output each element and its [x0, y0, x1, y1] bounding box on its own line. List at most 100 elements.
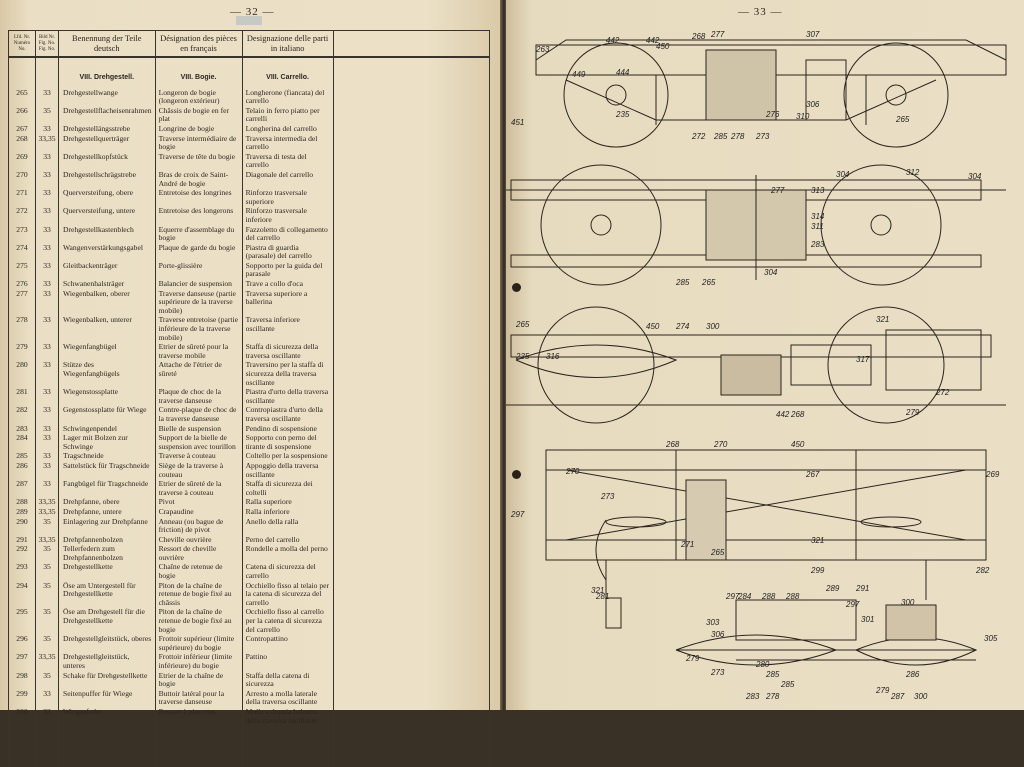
part-callout-label: 291	[856, 584, 870, 593]
cell-empty	[332, 88, 491, 107]
cell-empty	[332, 707, 491, 727]
cell-empty	[241, 726, 334, 767]
cell-fig: 33	[35, 188, 59, 208]
cell-it: Rinforzo trasversale inferiore	[241, 206, 334, 226]
cell-num: 270	[8, 170, 36, 190]
cell-de: Öse am Drehgestell für die Drehgestellke…	[58, 608, 156, 636]
part-callout-label: 287	[891, 692, 905, 701]
cell-de: Fangbügel für Tragschneide	[58, 479, 156, 499]
cell-it: Staffa della catena di sicurezza	[241, 671, 334, 690]
cell-empty	[332, 106, 491, 125]
cell-fig: 33	[35, 479, 59, 499]
cell-fr: Frottoir supérieur (limite supérieure) d…	[154, 634, 243, 654]
cell-empty	[332, 507, 491, 518]
part-callout-label: 278	[731, 132, 745, 141]
part-callout-label: 280	[756, 660, 770, 669]
binding-hole	[512, 283, 521, 292]
cell-fig: 33	[35, 225, 59, 244]
cell-it: Telaio in ferro piatto per carrelli	[241, 106, 334, 125]
cell-fig: 35	[35, 581, 59, 609]
cell-de: Tellerfedern zum Drehpfannenbolzen	[58, 544, 156, 564]
part-callout-label: 321	[811, 536, 825, 545]
binding-hole	[512, 470, 521, 479]
cell-fr: Plaque de choc de la traverse danseuse	[154, 387, 243, 407]
cell-fr: Traverse danseuse (partie supérieure de …	[154, 289, 243, 317]
cell-empty	[58, 726, 156, 767]
cell-fr: Ressort de cheville ouvrière	[154, 544, 243, 564]
cell-it: Contropattino	[241, 634, 334, 654]
part-callout-label: 288	[786, 592, 800, 601]
cell-fr: Traverse intermédiaire de bogie	[154, 134, 243, 153]
cell-de: Seitenpuffer für Wiege	[58, 689, 156, 708]
cell-empty	[332, 424, 491, 435]
cell-empty	[8, 726, 36, 767]
cell-fig: 33	[35, 461, 59, 481]
cell-num: 298	[8, 671, 36, 690]
cell-fr: Etrier de la chaîne de bogie	[154, 671, 243, 690]
cell-num: 279	[8, 342, 36, 362]
cell-num: 277	[8, 289, 36, 317]
cell-fig: 33,35	[35, 535, 59, 546]
cell-empty	[35, 726, 59, 767]
cell-de: Drehgestellwange	[58, 88, 156, 107]
cell-it: Staffa di sicurezza dei coltelli	[241, 479, 334, 499]
cell-empty	[332, 170, 491, 190]
cell-fig: 35	[35, 634, 59, 654]
cell-fr: Support de la bielle de suspension avec …	[154, 433, 243, 453]
part-callout-label: 267	[806, 470, 820, 479]
part-callout-label: 299	[811, 566, 825, 575]
cell-num: 294	[8, 581, 36, 609]
cell-fig: 33	[35, 88, 59, 107]
cell-de: Wiegenfeder	[58, 707, 156, 727]
part-callout-label: 442	[606, 36, 620, 45]
part-callout-label: 273	[756, 132, 770, 141]
part-callout-label: 284	[738, 592, 752, 601]
part-callout-label: 285	[714, 132, 728, 141]
cell-it: Appoggio della traversa oscillante	[241, 461, 334, 481]
part-callout-label: 235	[616, 110, 630, 119]
cell-fig: 33	[35, 279, 59, 290]
cell-de: Gleitbackenträger	[58, 261, 156, 281]
part-callout-label: 286	[906, 670, 920, 679]
cell-empty	[332, 124, 491, 135]
part-callout-label: 265	[711, 548, 725, 557]
cell-it: Sopporto per la guida del parasale	[241, 261, 334, 281]
part-callout-label: 300	[914, 692, 928, 701]
part-callout-label: 277	[711, 30, 725, 39]
header-italian: Designazione delle parti in italiano	[241, 30, 334, 58]
cell-fig: 33	[35, 707, 59, 727]
cell-it: Arresto a molla laterale della traversa …	[241, 689, 334, 708]
cell-fr: Traverse de tête du bogie	[154, 152, 243, 171]
cell-fr: Bras de croix de Saint-André de bogie	[154, 170, 243, 190]
table-header: Lfd. Nr. Numéro No. Bild Nr. Fig. No. Fi…	[8, 30, 491, 58]
cell-de: Stütze des Wiegenfangbügels	[58, 361, 156, 389]
header-german: Benennung der Teile deutsch	[58, 30, 156, 58]
cell-empty	[332, 207, 491, 226]
part-callout-label: 285	[676, 278, 690, 287]
cell-fr: Traverse entretoise (partie inférieure d…	[154, 316, 243, 344]
cell-num: 273	[8, 225, 36, 244]
cell-fig: 33	[35, 387, 59, 407]
part-callout-label: 269	[986, 470, 1000, 479]
cell-empty	[332, 581, 491, 609]
detail-view	[605, 597, 978, 666]
part-callout-label: 270	[566, 467, 580, 476]
cell-de: Drehgestellflacheisenrahmen	[58, 106, 156, 125]
part-callout-label: 305	[984, 634, 998, 643]
cell-fig: 33,35	[35, 498, 59, 508]
cell-fig: 35	[35, 517, 59, 536]
cell-de: Gegenstossplatte für Wiege	[58, 406, 156, 425]
cell-fig: 33	[35, 689, 59, 708]
